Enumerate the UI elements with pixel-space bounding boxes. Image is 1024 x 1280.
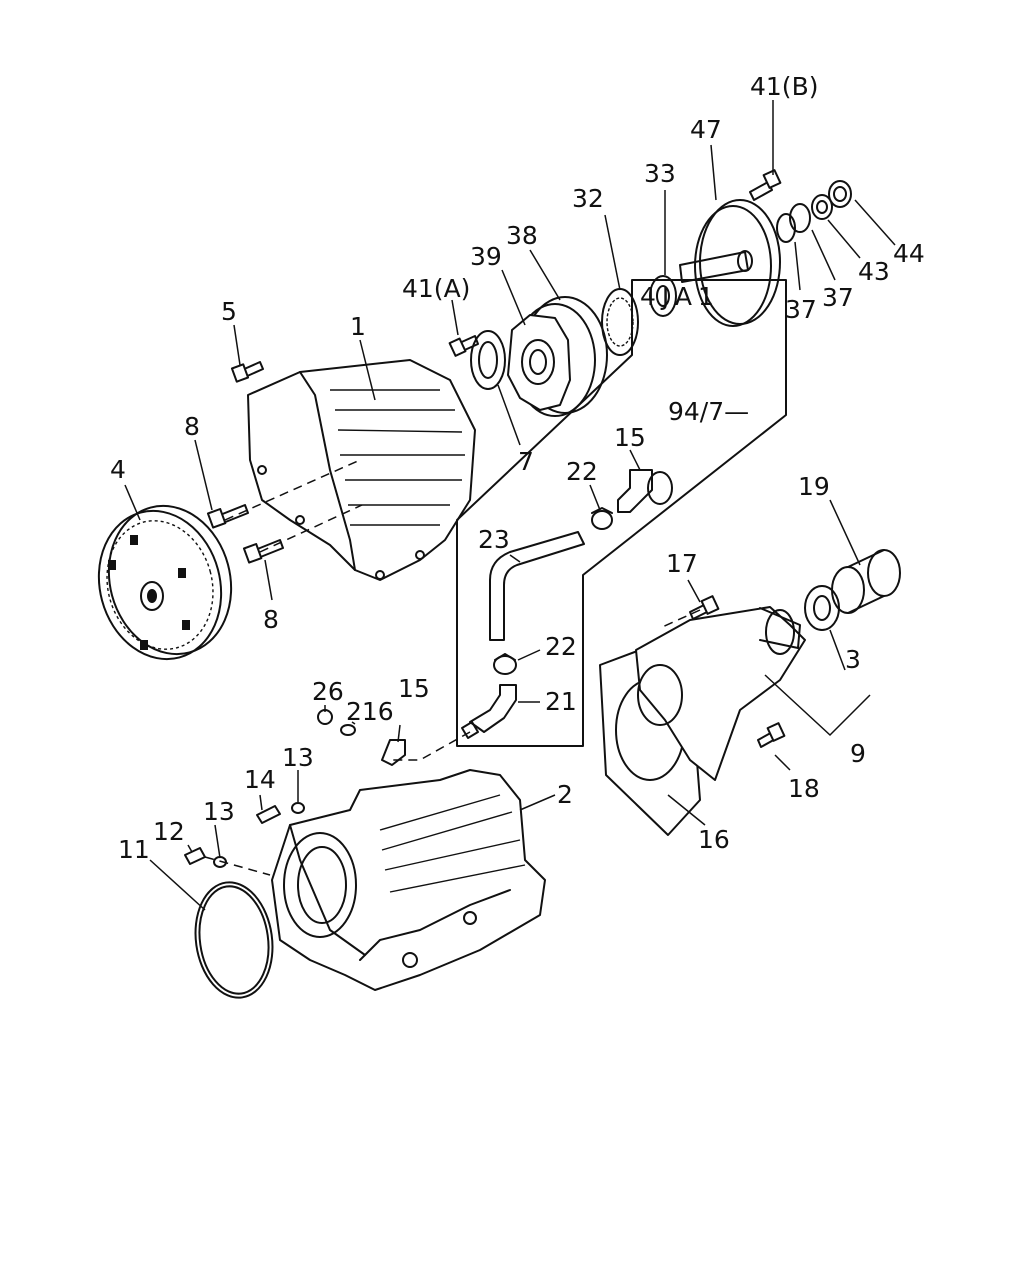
callout-26: 26 <box>312 677 344 706</box>
callout-2: 2 <box>557 780 573 809</box>
callout-22b: 22 <box>545 632 577 661</box>
callout-19: 19 <box>798 472 830 501</box>
transmission-case <box>271 769 546 991</box>
breather-hose <box>489 531 585 641</box>
callout-41b: 41(B) <box>750 72 818 101</box>
hose-clip-upper <box>591 507 613 530</box>
bolt-41a <box>448 335 479 357</box>
callout-216: 216 <box>346 697 394 726</box>
assembly-lines <box>204 459 701 876</box>
callout-47: 47 <box>690 115 722 144</box>
callout-8a: 8 <box>184 412 200 441</box>
callout-37b: 37 <box>822 283 854 312</box>
bolt-18 <box>757 722 786 748</box>
leader-lines <box>124 100 896 911</box>
seal-ring <box>828 180 852 208</box>
callout-11: 11 <box>118 835 150 864</box>
callout-7: 7 <box>518 447 534 476</box>
extension-housing <box>635 606 806 781</box>
rear-bearing <box>804 585 840 631</box>
bell-housing <box>247 359 476 581</box>
callout-44: 44 <box>893 239 925 268</box>
hose-clip-lower <box>493 653 517 675</box>
bolt-17 <box>689 595 720 620</box>
pump-gear-ring <box>601 288 639 356</box>
callout-33: 33 <box>644 159 676 188</box>
snap-rings <box>776 203 811 243</box>
stator-plate <box>679 199 781 327</box>
breather-elbow-lower <box>381 739 406 766</box>
callout-5: 5 <box>221 297 237 326</box>
oil-seal <box>470 330 506 390</box>
callout-15a: 15 <box>614 423 646 452</box>
callout-22a: 22 <box>566 457 598 486</box>
callout-14: 14 <box>244 765 276 794</box>
torque-converter <box>97 504 233 661</box>
callout-18: 18 <box>788 774 820 803</box>
callout-4: 4 <box>110 455 126 484</box>
callout-9: 9 <box>850 739 866 768</box>
rear-bushing <box>831 549 901 614</box>
callout-38: 38 <box>506 221 538 250</box>
callout-16: 16 <box>698 825 730 854</box>
callout-23: 23 <box>478 525 510 554</box>
plug-14 <box>256 805 281 824</box>
bolt-8-lower <box>242 539 284 564</box>
callout-17: 17 <box>666 549 698 578</box>
callout-21: 21 <box>545 687 577 716</box>
plug-12 <box>184 847 206 865</box>
oil-pump <box>507 296 608 417</box>
model-date: 94/7— <box>668 397 749 426</box>
callout-1: 1 <box>350 312 366 341</box>
washer-13-upper <box>291 802 305 814</box>
breather-pipe <box>461 684 517 739</box>
breather-elbow-upper <box>617 469 673 513</box>
gasket-216 <box>340 724 356 736</box>
callout-43: 43 <box>858 257 890 286</box>
callout-39: 39 <box>470 242 502 271</box>
bolt-5 <box>230 361 264 383</box>
nut-26 <box>317 709 333 725</box>
o-ring <box>194 881 274 999</box>
callout-3: 3 <box>845 645 861 674</box>
callout-41a: 41(A) <box>402 274 470 303</box>
callout-labels: 41(B) 47 33 32 39 38 41(A) 5 1 44 43 37 … <box>110 72 925 864</box>
bolt-41b <box>749 169 782 201</box>
callout-8b: 8 <box>263 605 279 634</box>
callout-12: 12 <box>153 817 185 846</box>
callout-37a: 37 <box>785 295 817 324</box>
washer <box>811 194 833 220</box>
callout-15b: 15 <box>398 674 430 703</box>
thrust-bearing <box>649 275 677 317</box>
bolt-8-upper <box>206 504 249 529</box>
callout-13b: 13 <box>203 797 235 826</box>
callout-32: 32 <box>572 184 604 213</box>
callout-13a: 13 <box>282 743 314 772</box>
